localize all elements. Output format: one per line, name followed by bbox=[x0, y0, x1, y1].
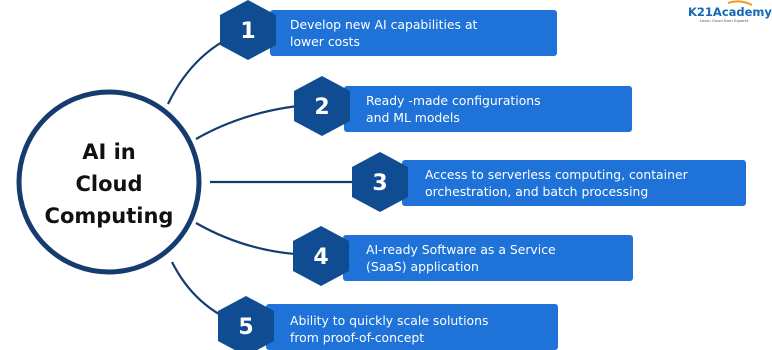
center-title: AI in Cloud Computing bbox=[16, 136, 202, 232]
item-3-number: 3 bbox=[372, 171, 387, 196]
item-1-badge bbox=[220, 0, 276, 60]
item-2-line-2: and ML models bbox=[366, 110, 460, 125]
item-3-line-1: Access to serverless computing, containe… bbox=[425, 167, 688, 182]
center-title-line-2: Cloud bbox=[75, 172, 143, 196]
logo-subtitle: Learn Cloud from Experts bbox=[700, 18, 749, 23]
item-3-line-2: orchestration, and batch processing bbox=[425, 184, 649, 199]
item-4-line-1: AI-ready Software as a Service bbox=[366, 242, 556, 257]
item-4-text: AI-ready Software as a Service (SaaS) ap… bbox=[366, 241, 556, 275]
item-2-line-1: Ready -made configurations bbox=[366, 93, 541, 108]
item-1-text: Develop new AI capabilities at lower cos… bbox=[290, 16, 477, 50]
item-4-box bbox=[343, 235, 633, 281]
item-5-number: 5 bbox=[238, 315, 253, 340]
item-5-box bbox=[266, 304, 558, 350]
item-5-text: Ability to quickly scale solutions from … bbox=[290, 312, 488, 346]
item-2-text: Ready -made configurations and ML models bbox=[366, 92, 541, 126]
item-1: 1 bbox=[220, 0, 557, 60]
item-1-line-2: lower costs bbox=[290, 34, 360, 49]
item-2: 2 bbox=[294, 76, 632, 136]
center-circle bbox=[16, 89, 202, 275]
logo-title: K21Academy bbox=[688, 5, 772, 19]
item-3-text: Access to serverless computing, containe… bbox=[425, 166, 688, 200]
item-4-line-2: (SaaS) application bbox=[366, 259, 479, 274]
item-2-number: 2 bbox=[314, 95, 329, 120]
center-title-line-1: AI in bbox=[82, 140, 136, 164]
item-1-line-1: Develop new AI capabilities at bbox=[290, 17, 478, 32]
item-3-box bbox=[402, 160, 746, 206]
item-2-badge bbox=[294, 76, 350, 136]
item-1-box bbox=[270, 10, 557, 56]
item-3-badge bbox=[352, 152, 408, 212]
item-3: 3 bbox=[352, 152, 746, 212]
item-5: 5 bbox=[218, 296, 558, 350]
item-4-badge bbox=[293, 226, 349, 286]
item-1-number: 1 bbox=[240, 19, 255, 44]
logo-mark bbox=[727, 0, 753, 6]
item-4: 4 bbox=[293, 226, 633, 286]
item-4-number: 4 bbox=[313, 245, 328, 270]
center-title-line-3: Computing bbox=[44, 204, 174, 228]
item-5-badge bbox=[218, 296, 274, 350]
item-5-line-2: from proof-of-concept bbox=[290, 330, 425, 345]
item-5-line-1: Ability to quickly scale solutions bbox=[290, 313, 489, 328]
item-2-box bbox=[344, 86, 632, 132]
